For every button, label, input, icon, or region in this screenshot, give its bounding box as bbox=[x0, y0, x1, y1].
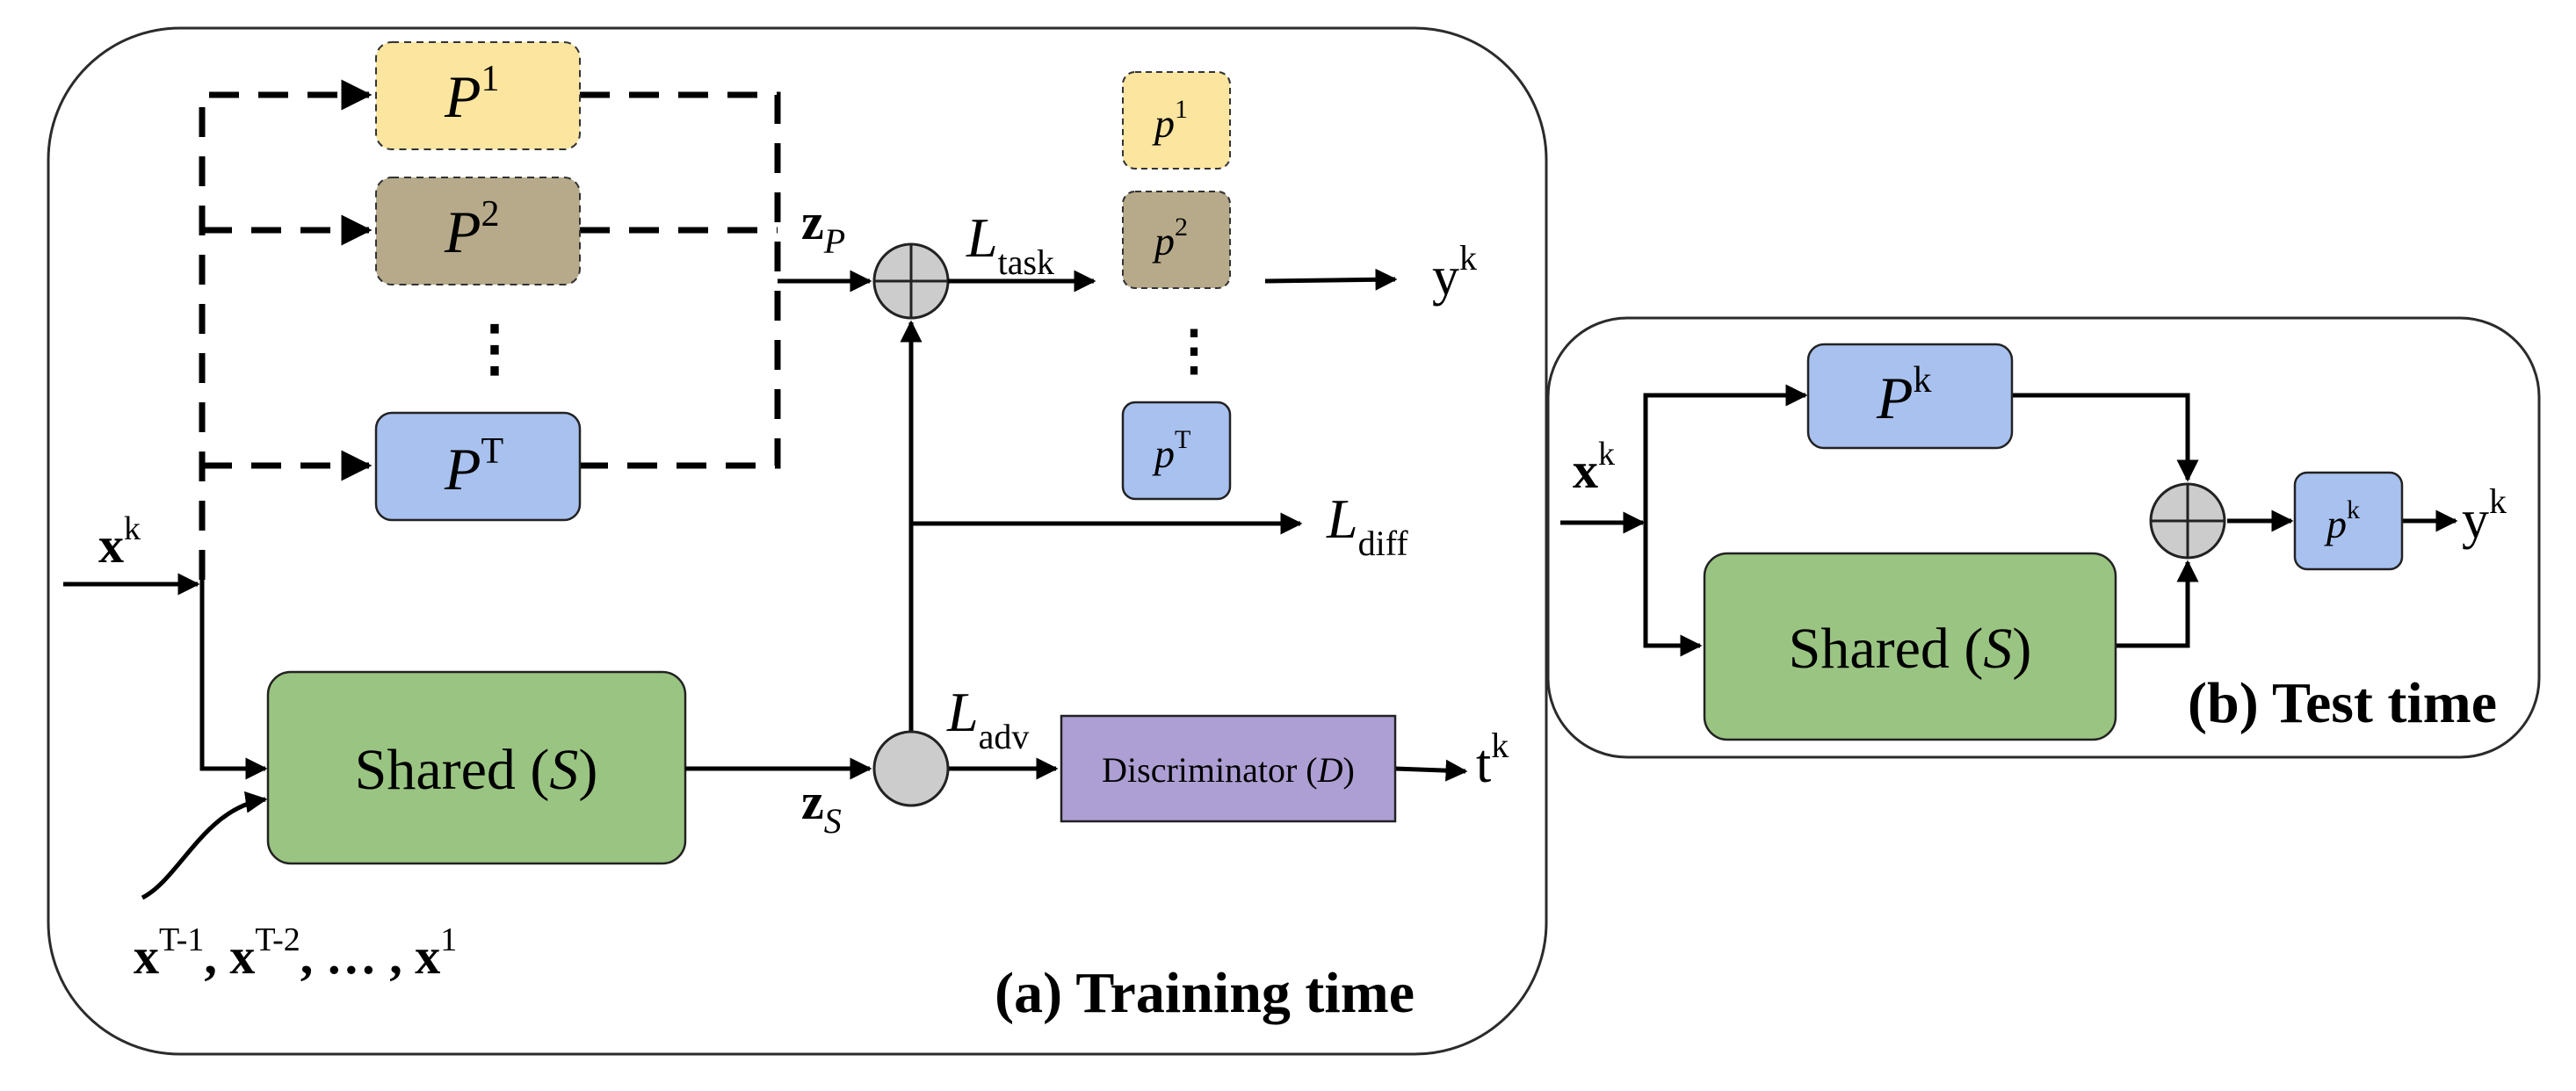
panel-training-caption: (a) Training time bbox=[995, 961, 1415, 1025]
shared-encoder-label: Shared (S) bbox=[355, 738, 598, 802]
test-shared-encoder-box bbox=[1703, 552, 2117, 741]
test-arrows bbox=[1560, 384, 2458, 657]
private-encoder-T: PT bbox=[374, 411, 582, 522]
z-p-label: zP bbox=[801, 193, 845, 261]
test-private-encoder-box bbox=[1806, 343, 2014, 450]
private-head-2-label: p2 bbox=[1152, 213, 1188, 264]
test-private-head-label: pk bbox=[2324, 495, 2360, 546]
input-x-k: xk bbox=[98, 510, 141, 574]
private-head-2: p2 bbox=[1122, 191, 1231, 289]
private-head-1-label: p1 bbox=[1152, 95, 1188, 146]
discriminator-label: Discriminator (D) bbox=[1102, 750, 1355, 790]
panel-training-border bbox=[47, 26, 1548, 1056]
private-encoder-2-box bbox=[375, 177, 581, 285]
test-sum-node bbox=[2149, 482, 2226, 560]
discriminator: Discriminator (D) bbox=[1060, 714, 1397, 823]
test-shared-encoder: Shared (S) bbox=[1703, 552, 2117, 741]
private-encoder-T-box bbox=[374, 411, 582, 522]
panel-training: P1 P2 ⋮ PT xk xT-1, xT-2, … , x1 Shared … bbox=[47, 26, 1548, 1056]
dashed-routing bbox=[199, 79, 781, 580]
discriminator-box bbox=[1060, 714, 1397, 823]
shared-encoder: Shared (S) bbox=[266, 670, 687, 865]
adv-node bbox=[872, 730, 950, 807]
private-encoder-2-label: P2 bbox=[444, 194, 500, 265]
private-head-T-box bbox=[1121, 401, 1232, 501]
panel-test: xk Pk Shared (S) pk yk (b) Test t bbox=[1546, 316, 2541, 759]
replay-inputs: xT-1, xT-2, … , x1 bbox=[134, 921, 457, 985]
output-t-k: tk bbox=[1476, 726, 1509, 794]
private-head-T-label: pT bbox=[1152, 425, 1190, 476]
private-head-1: p1 bbox=[1122, 71, 1231, 170]
test-private-encoder: Pk bbox=[1806, 343, 2014, 450]
z-s-label: zS bbox=[801, 773, 842, 841]
test-shared-encoder-label: Shared (S) bbox=[1789, 617, 2032, 681]
test-input-x-k: xk bbox=[1573, 436, 1615, 499]
l-task-label: Ltask bbox=[966, 206, 1054, 282]
private-encoder-2: P2 bbox=[375, 177, 581, 285]
private-encoder-1-label: P1 bbox=[444, 59, 500, 130]
output-y-k: yk bbox=[1432, 238, 1477, 307]
panel-test-caption: (b) Test time bbox=[2188, 671, 2497, 735]
shared-paths bbox=[685, 268, 1468, 782]
test-output-y-k: yk bbox=[2462, 481, 2507, 550]
test-private-encoder-label: Pk bbox=[1876, 360, 1932, 431]
head-ellipsis: ⋮ bbox=[1167, 322, 1221, 381]
l-adv-label: Ladv bbox=[946, 681, 1029, 756]
private-head-1-box bbox=[1122, 71, 1231, 170]
private-head-T: pT bbox=[1121, 401, 1232, 501]
private-encoder-1-box bbox=[375, 41, 581, 150]
sum-node bbox=[872, 242, 950, 320]
input-arrows bbox=[63, 573, 268, 900]
test-private-head: pk bbox=[2293, 471, 2404, 571]
encoder-ellipsis: ⋮ bbox=[464, 315, 525, 383]
private-encoder-T-label: PT bbox=[444, 431, 503, 502]
private-encoder-1: P1 bbox=[375, 41, 581, 150]
private-head-2-box bbox=[1122, 191, 1231, 289]
test-private-head-box bbox=[2293, 471, 2404, 571]
l-diff-label: Ldiff bbox=[1326, 488, 1408, 563]
